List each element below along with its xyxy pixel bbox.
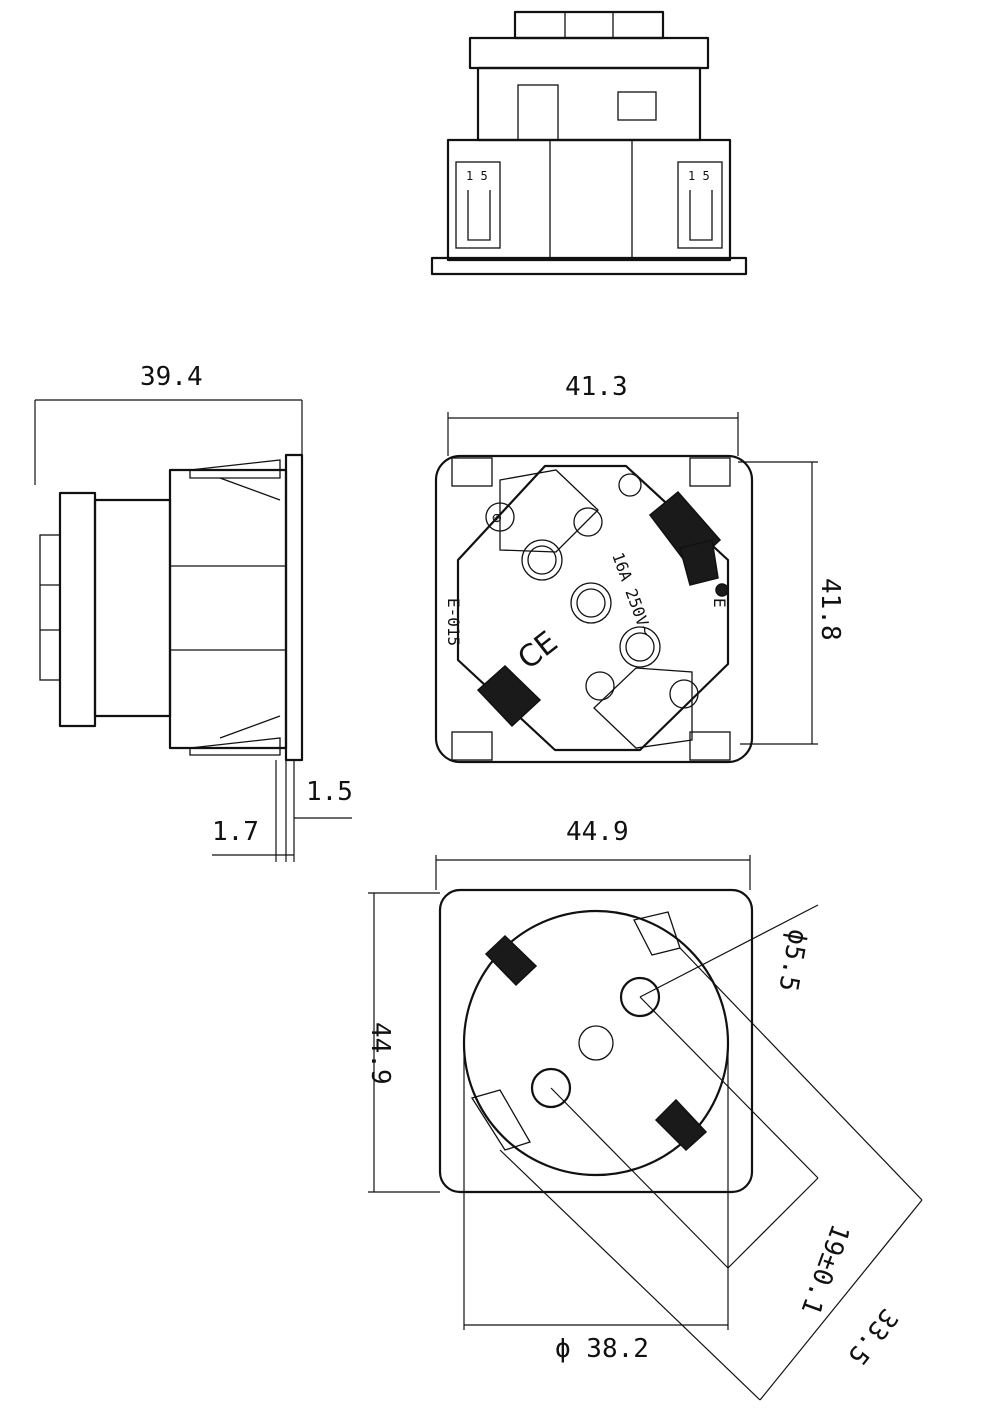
screw-top-left-icon: ⊕ bbox=[492, 508, 502, 527]
dim-flange-offset: 1.7 bbox=[212, 817, 259, 847]
bottom-view bbox=[438, 888, 754, 1194]
bottom-dimensions: 44.9 44.9 ϕ 38.2 ϕ5.5 19±0.1 33.5 bbox=[365, 817, 923, 1401]
side-dimensions: 39.4 1.5 1.7 bbox=[34, 362, 353, 862]
dim-front-width: 41.3 bbox=[565, 372, 628, 402]
dim-contact-span: 33.5 bbox=[841, 1303, 903, 1371]
front-view: ⊕ 16A 250V~ E-015 CE E bbox=[434, 454, 754, 764]
dim-front-height: 41.8 bbox=[815, 578, 845, 641]
top-view: 1 5 1 5 bbox=[430, 10, 748, 276]
top-right-tab-label: 1 5 bbox=[688, 169, 710, 183]
front-rating: 16A 250V~ bbox=[608, 550, 656, 638]
front-model: E-015 bbox=[444, 598, 463, 646]
dim-pin-spacing: 19±0.1 bbox=[795, 1220, 855, 1319]
front-dimensions: 41.3 41.8 bbox=[447, 372, 845, 745]
ce-mark: CE bbox=[511, 625, 564, 677]
dim-bottom-width: 44.9 bbox=[566, 817, 629, 847]
dim-body-dia: ϕ 38.2 bbox=[555, 1334, 649, 1364]
dim-flange-thickness: 1.5 bbox=[306, 777, 353, 807]
dim-bottom-height: 44.9 bbox=[365, 1022, 395, 1085]
dim-side-depth: 39.4 bbox=[140, 362, 203, 392]
earth-mark: E bbox=[710, 598, 729, 608]
dim-pin-hole: ϕ5.5 bbox=[772, 927, 812, 994]
top-left-tab-label: 1 5 bbox=[466, 169, 488, 183]
side-view bbox=[39, 453, 304, 762]
